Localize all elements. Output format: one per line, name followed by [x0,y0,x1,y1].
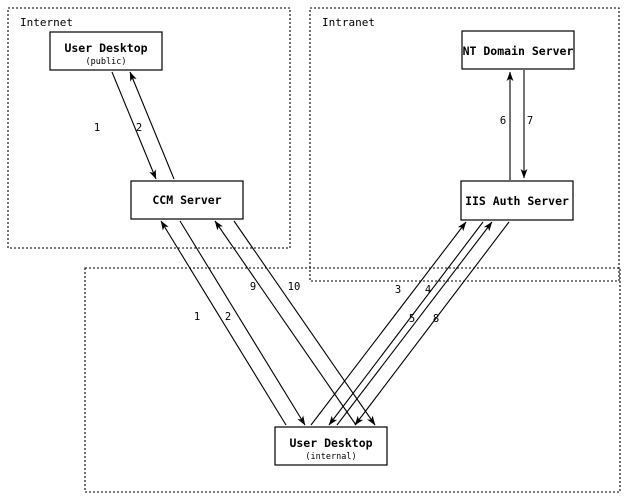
node-user-desktop-public-box[interactable] [49,31,163,71]
node-iis-auth-server-box[interactable] [460,180,574,221]
edge-label-4: 4 [425,284,431,296]
edge-3-line [310,221,467,426]
zone-intranet-label: Intranet [322,16,375,29]
node-user-desktop-public-title: User Desktop [64,41,147,55]
edge-group-public-ccm [111,71,175,180]
edge-group-internal-iis-a [310,221,484,426]
edge-1b-line [160,220,287,426]
edge-2b-line [179,220,306,426]
node-user-desktop-internal-subtitle: (internal) [305,452,356,462]
edge-label-1: 1 [94,122,100,134]
node-ccm-server-box[interactable] [130,180,244,220]
node-nt-domain-server-box[interactable] [461,30,575,70]
edge-9-line [214,220,357,426]
edge-label-3: 3 [395,284,401,296]
edge-label-7: 7 [527,115,533,127]
zone-internet-border [7,7,291,249]
zone-internet: Internet [7,7,291,249]
node-user-desktop-internal-box[interactable] [274,426,388,466]
edge-2-line [129,71,175,180]
edge-label-1b: 1 [194,311,200,323]
edge-10-line [233,220,376,426]
edge-label-2: 2 [136,122,142,134]
edge-group-internal-iis-b [336,221,510,426]
node-user-desktop-internal-title: User Desktop [289,436,372,450]
edge-group-internal-ccm-b [214,220,376,426]
edge-label-8: 8 [433,313,439,325]
edge-8-line [354,221,510,426]
edge-5-line [336,221,493,426]
edge-group-internal-ccm-a [160,220,306,426]
edge-1-line [111,71,157,180]
node-ccm-server[interactable]: CCM Server [130,180,244,220]
edge-group-iis-nt [506,70,528,180]
node-user-desktop-public-subtitle: (public) [86,57,127,67]
zone-lower [84,267,621,493]
zone-internet-label: Internet [20,16,73,29]
node-user-desktop-internal[interactable]: User Desktop (internal) [274,426,388,466]
edge-label-2b: 2 [225,311,231,323]
node-nt-domain-server[interactable]: NT Domain Server [461,30,575,70]
edge-label-9: 9 [250,281,256,293]
node-iis-auth-server-title: IIS Auth Server [465,194,569,208]
edge-label-5: 5 [409,313,415,325]
node-ccm-server-title: CCM Server [152,193,221,207]
edge-label-6: 6 [500,115,506,127]
edge-4-line [328,221,484,426]
node-nt-domain-server-title: NT Domain Server [463,44,574,58]
zone-lower-border [84,267,621,493]
edge-label-10: 10 [288,281,301,293]
node-user-desktop-public[interactable]: User Desktop (public) [49,31,163,71]
node-iis-auth-server[interactable]: IIS Auth Server [460,180,574,221]
